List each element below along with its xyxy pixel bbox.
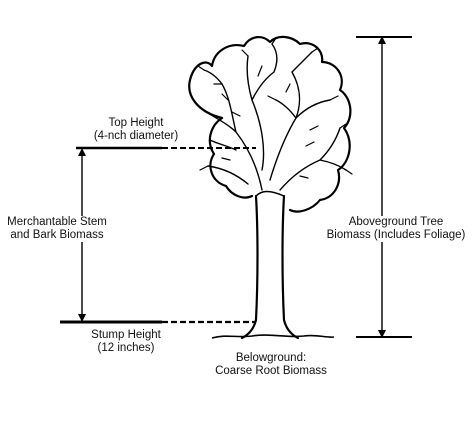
belowground-label-line1: Belowground:	[235, 352, 307, 364]
belowground-label-line2: Coarse Root Biomass	[215, 365, 327, 377]
stump-height-sublabel: (12 inches)	[97, 342, 155, 354]
aboveground-label-line1: Aboveground Tree	[322, 216, 470, 229]
stump-height-label: Stump Height	[91, 329, 161, 341]
merchantable-label-line2: and Bark Biomass	[2, 229, 112, 242]
tree-crown	[188, 35, 353, 213]
ground-line	[211, 334, 335, 339]
top-height-label: Top Height	[108, 117, 164, 129]
tree-trunk	[240, 190, 300, 340]
merchantable-label-line1: Merchantable Stem	[2, 216, 112, 229]
aboveground-label-line2: Biomass (Includes Foliage)	[322, 229, 470, 242]
top-height-sublabel: (4-nch diameter)	[93, 130, 179, 142]
